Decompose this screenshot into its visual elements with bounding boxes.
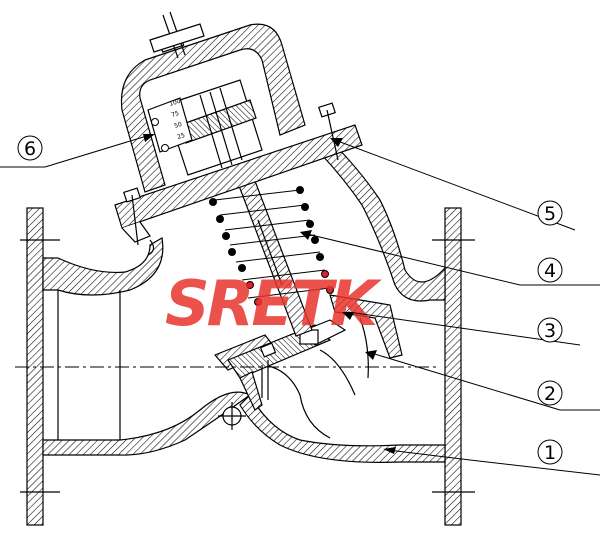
watermark-text: SRETK (165, 267, 382, 340)
callout-1-label: 1 (544, 442, 556, 464)
leader-arrows (143, 134, 396, 454)
callout-3: 3 (537, 317, 563, 343)
scale-mark-25: 25 (176, 132, 186, 141)
spring (209, 186, 334, 306)
scale-mark-50: 50 (173, 121, 183, 130)
watermark: SRETK (165, 267, 385, 340)
left-flange (20, 207, 60, 526)
callout-6-label: 6 (24, 138, 36, 160)
top-cover (120, 11, 306, 193)
valve-disc (227, 319, 347, 411)
callout-1: 1 (537, 439, 563, 465)
scale-mark-75: 75 (170, 110, 180, 119)
callout-6: 6 (17, 135, 43, 161)
indicator-scale: 100 75 50 25 (147, 97, 193, 153)
callout-2: 2 (537, 380, 563, 406)
callout-4: 4 (537, 257, 563, 283)
callout-3-label: 3 (544, 320, 556, 342)
bonnet-flange (114, 102, 363, 256)
leader-lines (0, 134, 601, 476)
callouts: 1 2 3 4 5 6 (17, 135, 563, 465)
callout-5: 5 (537, 200, 563, 226)
valve-body (42, 139, 446, 463)
callout-5-label: 5 (544, 203, 556, 225)
callout-4-label: 4 (544, 260, 556, 282)
scale-mark-100: 100 (168, 98, 181, 108)
right-flange (432, 207, 475, 526)
callout-2-label: 2 (544, 383, 556, 405)
